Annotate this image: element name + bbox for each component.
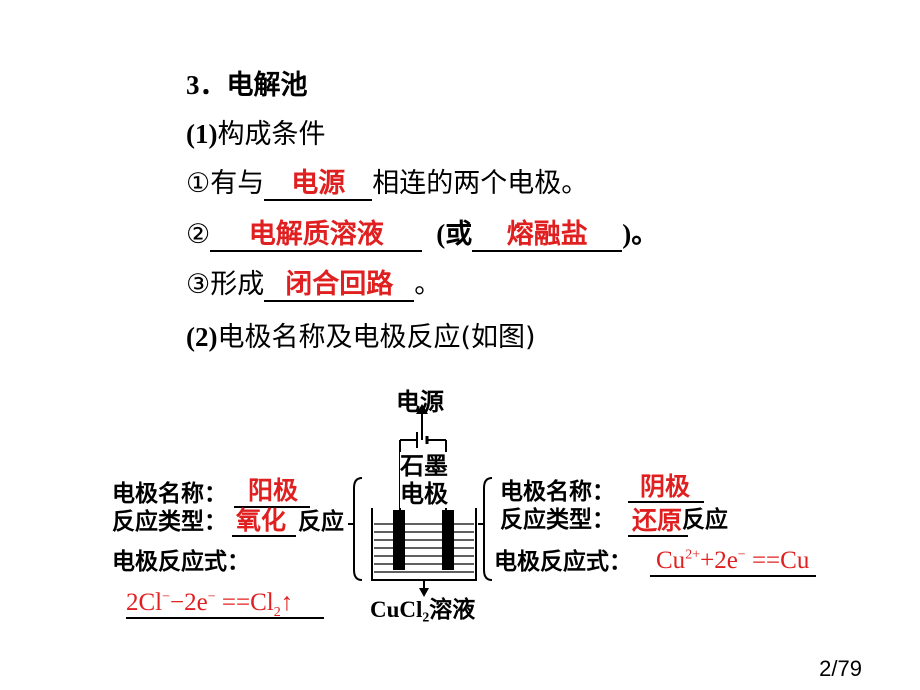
left-equation: 2Cl−−2e− ==Cl2↑ (126, 589, 294, 620)
item1-suffix: 相连的两个电极。 (372, 168, 589, 199)
power-arrow-up-icon (416, 404, 428, 414)
right-name-answer: 阴极 (640, 472, 691, 501)
outlet-arrow-down-icon (419, 588, 429, 597)
left-type-suffix: 反应 (298, 509, 344, 535)
right-equation: Cu2++2e− ==Cu (656, 547, 810, 574)
sub2-text: 电极名称及电极反应(如图) (217, 322, 536, 353)
beaker (371, 508, 477, 581)
item1-answer: 电源 (264, 169, 373, 201)
right-bracket (483, 477, 493, 581)
item2-prefix: ② (186, 219, 211, 250)
sub1-number: (1) (186, 119, 218, 149)
left-name-underline (234, 506, 310, 508)
item2-suffix: )。 (622, 219, 659, 249)
page-number: 2/79 (819, 656, 862, 681)
item2-answer2: 熔融盐 (472, 220, 623, 252)
item2-answer1: 电解质溶液 (210, 220, 423, 252)
item3-prefix: ③形成 (186, 269, 265, 300)
solution-label: CuCl₂溶液 (370, 597, 476, 622)
subheading-conditions: (1)构成条件 (186, 117, 325, 152)
right-name-label: 电极名称： (500, 479, 615, 505)
right-type-answer: 还原 (632, 506, 683, 535)
left-bracket (353, 477, 363, 581)
subheading-electrodes: (2)电极名称及电极反应(如图) (186, 320, 536, 355)
sub2-number: (2) (186, 322, 218, 352)
item3-answer: 闭合回路 (264, 270, 415, 302)
left-type-answer: 氧化 (236, 506, 287, 535)
left-eq-underline (126, 617, 324, 619)
left-type-label: 反应类型： (112, 509, 227, 535)
right-name-underline (628, 501, 704, 503)
left-type-underline (232, 535, 296, 537)
right-eq-label: 电极反应式： (494, 549, 632, 575)
right-type-label: 反应类型： (500, 507, 615, 533)
left-electrode (393, 510, 405, 570)
condition-item-1: ①有与电源相连的两个电极。 (186, 167, 588, 201)
item3-suffix: 。 (414, 269, 442, 300)
electrode-label-1: 石墨 (400, 452, 448, 480)
left-eq-label: 电极反应式： (112, 549, 250, 575)
power-label: 电源 (396, 388, 444, 416)
right-electrode (442, 510, 454, 570)
sub1-text: 构成条件 (217, 119, 326, 150)
condition-item-3: ③形成闭合回路。 (186, 268, 441, 302)
left-name-answer: 阳极 (248, 476, 299, 505)
right-type-underline (628, 535, 688, 537)
heading-text: 电解池 (226, 70, 308, 101)
right-type-suffix: 反应 (682, 507, 728, 533)
left-name-label: 电极名称： (112, 481, 227, 507)
solution-hatching (374, 523, 474, 573)
item2-middle: (或 (436, 219, 473, 249)
heading-number: 3． (186, 70, 227, 100)
right-eq-underline (650, 575, 816, 577)
electrode-label-2: 电极 (400, 480, 448, 508)
item1-prefix: ①有与 (186, 168, 265, 199)
section-heading: 3．电解池 (186, 68, 308, 103)
